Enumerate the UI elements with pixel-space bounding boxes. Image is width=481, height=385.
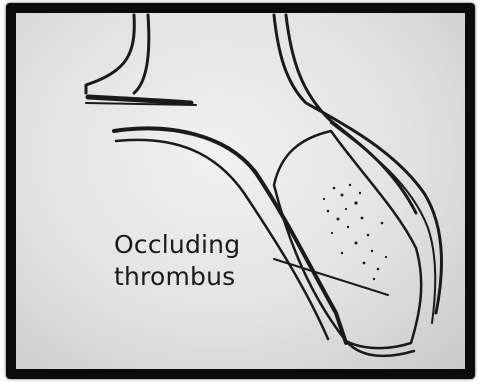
- label-line-1: Occluding: [114, 229, 240, 261]
- vessel-illustration: [16, 13, 465, 369]
- occluding-thrombus-label: Occluding thrombus: [114, 229, 240, 293]
- thrombus-stipple: [323, 184, 387, 280]
- label-line-2: thrombus: [114, 261, 240, 293]
- diagram-canvas: Occluding thrombus: [16, 13, 465, 369]
- label-pointer-line: [274, 259, 388, 295]
- vessel-wall-upper-left-inner: [134, 15, 149, 93]
- photo-border: Occluding thrombus: [6, 3, 475, 379]
- vessel-wall-upper-left: [86, 15, 134, 93]
- vessel-wall-right-inner: [286, 15, 416, 213]
- vessel-stub-hatch: [88, 97, 191, 103]
